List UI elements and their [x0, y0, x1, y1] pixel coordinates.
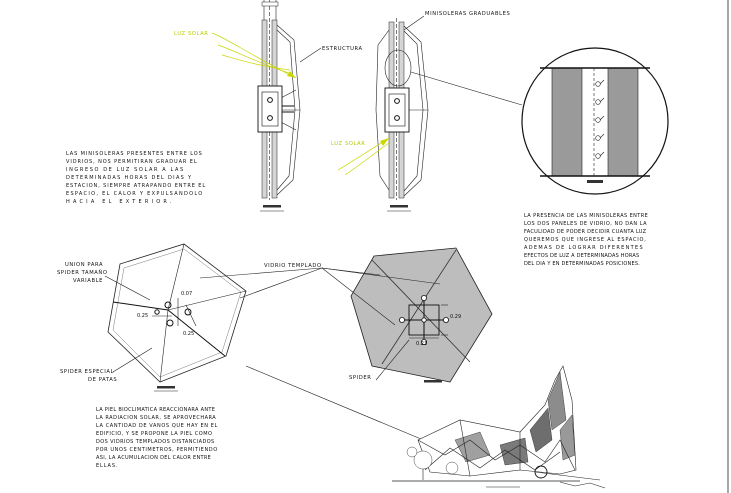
- facade-section-middle: [337, 15, 523, 212]
- svg-text:ESPACIO, EL CALOR Y EXPULSANDO: ESPACIO, EL CALOR Y EXPULSANDOLO: [66, 191, 204, 197]
- luz-solar-top-label: LUZ SOLAR: [174, 31, 208, 37]
- building-skin-perspective: [245, 365, 606, 489]
- svg-text:VIDRIOS, NOS PERMITIRAN GRADUA: VIDRIOS, NOS PERMITIRAN GRADUAR EL: [66, 159, 198, 165]
- svg-text:QUEREMOS QUE INGRESE AL ESPACI: QUEREMOS QUE INGRESE AL ESPACIO,: [524, 237, 647, 243]
- svg-text:DE PATAS: DE PATAS: [88, 377, 117, 383]
- svg-text:DEL DIA Y EN DETERMINADAS POSI: DEL DIA Y EN DETERMINADAS POSICIONES.: [524, 261, 640, 267]
- vidrio-templado-label: VIDRIO TEMPLADO: [264, 263, 322, 269]
- svg-text:SPIDER ESPECIAL: SPIDER ESPECIAL: [60, 369, 114, 375]
- svg-text:LA PRESENCIA DE LAS MINISOLERA: LA PRESENCIA DE LAS MINISOLERAS ENTRE: [524, 213, 648, 219]
- estructura-label: ESTRUCTURA: [322, 46, 363, 52]
- svg-text:LAS MINISOLERAS PRESENTES ENTR: LAS MINISOLERAS PRESENTES ENTRE LOS: [66, 151, 203, 157]
- dim-left-b: 0.25: [137, 313, 148, 319]
- svg-text:FACULIDAD DE PODER DECIDIR CUA: FACULIDAD DE PODER DECIDIR CUANTA LUZ: [524, 229, 647, 235]
- spider-plan-right: [350, 247, 493, 383]
- spider-label: SPIDER: [349, 375, 371, 381]
- spider-plan-left: [104, 243, 247, 392]
- svg-text:SPIDER TAMAÑO: SPIDER TAMAÑO: [57, 269, 108, 276]
- svg-text:LA RADIACION SOLAR, SE APROVEC: LA RADIACION SOLAR, SE APROVECHARA: [96, 415, 216, 421]
- dim-right-a: 0.29: [450, 314, 461, 320]
- svg-text:ASI, LA ACUMULACION DEL CALOR: ASI, LA ACUMULACION DEL CALOR ENTRE: [96, 455, 211, 461]
- svg-text:POR UNOS CENTIMETROS, PERMITIE: POR UNOS CENTIMETROS, PERMITIENDO: [96, 447, 218, 453]
- luz-solar-mid-label: LUZ SOLAR: [331, 141, 365, 147]
- svg-text:ESTACION, SIEMPRE ATRAPANDO EN: ESTACION, SIEMPRE ATRAPANDO ENTRE EL: [66, 183, 206, 189]
- svg-text:EFECTOS DE LUZ A DETERMINADAS: EFECTOS DE LUZ A DETERMINADAS HORAS: [524, 253, 639, 259]
- svg-text:HACIA EL EXTERIOR.: HACIA EL EXTERIOR.: [66, 199, 175, 205]
- vidrio-templado-leaders: [199, 267, 441, 326]
- svg-text:DETERMINADAS HORAS DEL DIAS Y: DETERMINADAS HORAS DEL DIAS Y: [66, 175, 192, 181]
- dim-left-c: 0.25: [183, 331, 194, 337]
- svg-text:LA PIEL BIOCLIMATICA REACCIONA: LA PIEL BIOCLIMATICA REACCIONARA ANTE: [96, 407, 215, 413]
- minisolera-zoom-detail: [521, 47, 669, 195]
- svg-text:LOS DOS PANELES DE VIDRIO, NO: LOS DOS PANELES DE VIDRIO, NO DAN LA: [524, 221, 647, 227]
- dim-right-b: 0.23: [416, 341, 427, 347]
- note-piel-bioclimatica: LA PIEL BIOCLIMATICA REACCIONARA ANTE LA…: [96, 407, 218, 469]
- svg-text:INGRESO DE LUZ SOLAR A LAS: INGRESO DE LUZ SOLAR A LAS: [66, 167, 185, 173]
- minisoleras-label: MINISOLERAS GRADUABLES: [425, 11, 510, 17]
- spider-especial-label: SPIDER ESPECIAL DE PATAS: [60, 369, 117, 383]
- svg-text:ELLAS.: ELLAS.: [96, 463, 118, 469]
- svg-text:EDIFICIO, Y SE PROPONE LA PIEL: EDIFICIO, Y SE PROPONE LA PIEL COMO: [96, 431, 212, 437]
- svg-text:VARIABLE: VARIABLE: [73, 278, 103, 284]
- svg-text:DOS VIDRIOS TEMPLADOS DISTANCI: DOS VIDRIOS TEMPLADOS DISTANCIADOS: [96, 439, 215, 445]
- facade-section-left: [211, 0, 322, 212]
- note-minisoleras-right: LA PRESENCIA DE LAS MINISOLERAS ENTRE LO…: [524, 213, 648, 267]
- svg-text:ADEMAS DE LOGRAR DIFERENTES: ADEMAS DE LOGRAR DIFERENTES: [524, 245, 644, 251]
- svg-text:LA CANTIDAD DE VANOS QUE HAY E: LA CANTIDAD DE VANOS QUE HAY EN EL: [96, 423, 218, 429]
- note-minisoleras-left: LAS MINISOLERAS PRESENTES ENTRE LOS VIDR…: [66, 151, 206, 205]
- svg-text:UNION PARA: UNION PARA: [65, 262, 103, 268]
- union-spider-label: UNION PARA SPIDER TAMAÑO VARIABLE: [57, 262, 108, 284]
- dim-left-a: 0.07: [181, 291, 192, 297]
